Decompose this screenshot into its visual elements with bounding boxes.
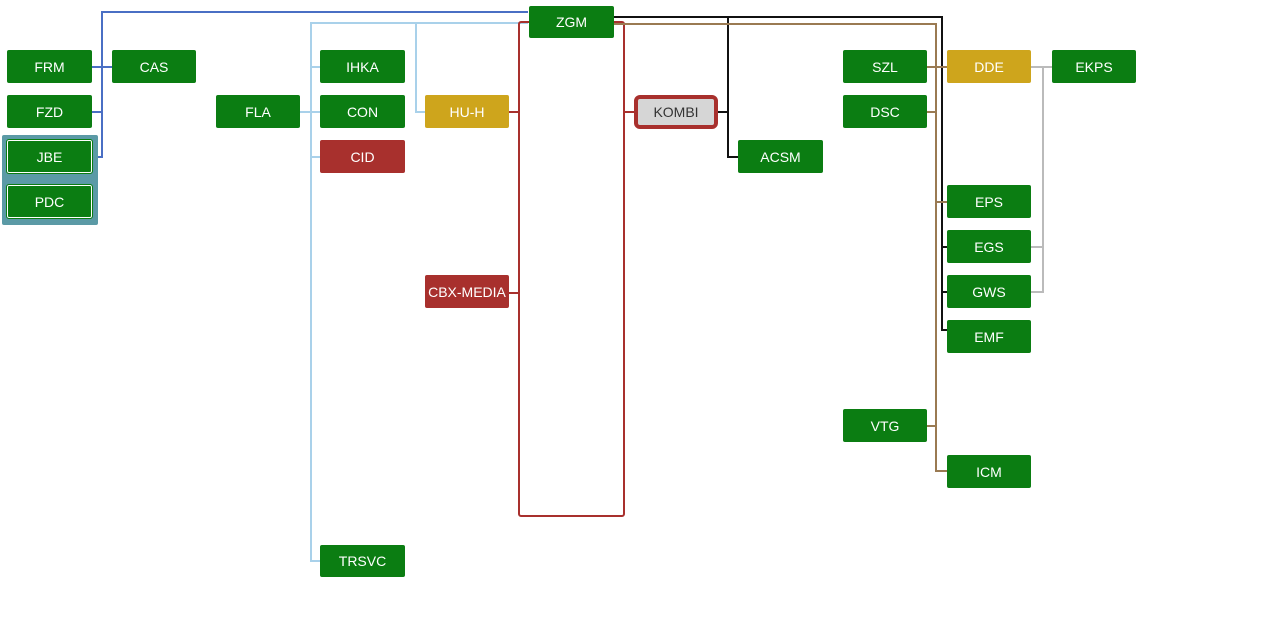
node-cbx-media[interactable]: CBX-MEDIA bbox=[425, 275, 509, 308]
lightblue-branch-huh bbox=[415, 23, 425, 113]
red-ring bbox=[518, 21, 625, 517]
grey-bus bbox=[1031, 66, 1052, 293]
brown-bus bbox=[614, 23, 947, 472]
black-branch-acsm bbox=[727, 17, 738, 158]
node-cas[interactable]: CAS bbox=[112, 50, 196, 83]
node-gws[interactable]: GWS bbox=[947, 275, 1031, 308]
lightblue-trunk bbox=[310, 22, 528, 562]
node-ekps[interactable]: EKPS bbox=[1052, 50, 1136, 83]
black-trunk bbox=[614, 16, 947, 331]
node-ihka[interactable]: IHKA bbox=[320, 50, 405, 83]
node-fzd[interactable]: FZD bbox=[7, 95, 92, 128]
node-vtg[interactable]: VTG bbox=[843, 409, 927, 442]
lightblue-bus bbox=[300, 22, 528, 562]
node-huh[interactable]: HU-H bbox=[425, 95, 509, 128]
node-con[interactable]: CON bbox=[320, 95, 405, 128]
node-szl[interactable]: SZL bbox=[843, 50, 927, 83]
node-cid[interactable]: CID bbox=[320, 140, 405, 173]
node-zgm[interactable]: ZGM bbox=[529, 6, 614, 38]
node-kombi[interactable]: KOMBI bbox=[634, 95, 718, 129]
node-trsvc[interactable]: TRSVC bbox=[320, 545, 405, 577]
node-eps[interactable]: EPS bbox=[947, 185, 1031, 218]
brown-trunk bbox=[614, 23, 947, 472]
node-egs[interactable]: EGS bbox=[947, 230, 1031, 263]
node-dde[interactable]: DDE bbox=[947, 50, 1031, 83]
red-bus bbox=[509, 21, 634, 517]
node-frm[interactable]: FRM bbox=[7, 50, 92, 83]
black-bus bbox=[614, 16, 947, 331]
node-emf[interactable]: EMF bbox=[947, 320, 1031, 353]
grey-trunk bbox=[1031, 67, 1044, 293]
node-jbe[interactable]: JBE bbox=[6, 139, 93, 174]
node-fla[interactable]: FLA bbox=[216, 95, 300, 128]
node-dsc[interactable]: DSC bbox=[843, 95, 927, 128]
node-icm[interactable]: ICM bbox=[947, 455, 1031, 488]
node-pdc[interactable]: PDC bbox=[6, 184, 93, 219]
node-acsm[interactable]: ACSM bbox=[738, 140, 823, 173]
